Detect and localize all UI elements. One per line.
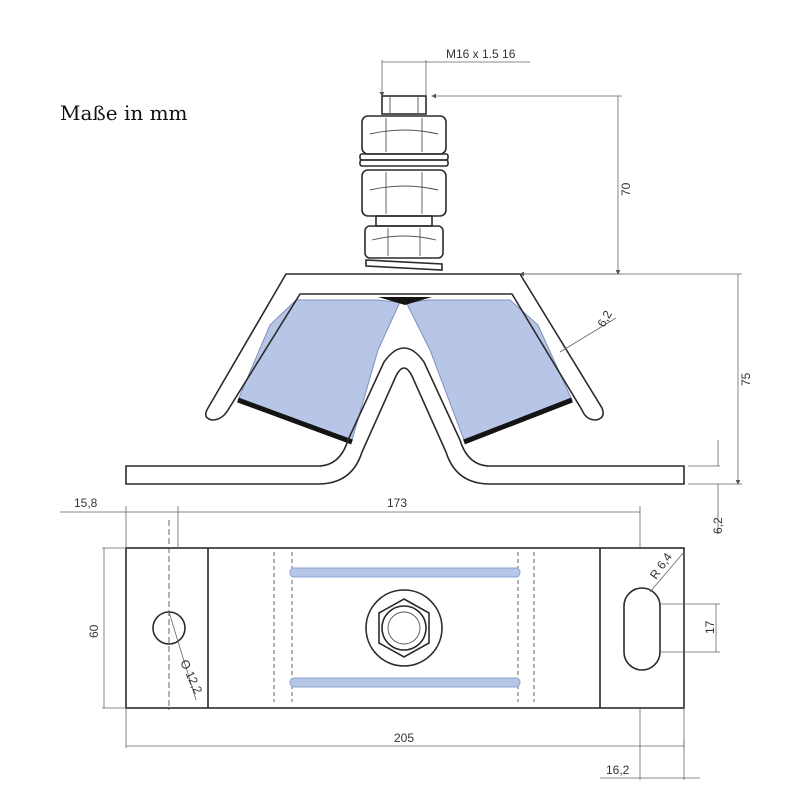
base-plate-outline [125, 547, 685, 709]
dim-thread: M16 x 1.5 16 [446, 47, 516, 61]
center-nut [365, 589, 443, 667]
rubber-element [237, 297, 573, 445]
dim-sheet-thickness-base: 6,2 [711, 517, 725, 534]
dim-sheet-thickness-side: 6,2 [594, 308, 615, 330]
rubber-block-left [237, 299, 401, 441]
rubber-block-left-edge [237, 397, 353, 445]
rubber-block-top-dark [378, 297, 432, 305]
dim-slot-radius: R 6,4 [647, 550, 675, 582]
base-plate [125, 347, 685, 485]
dim-hole-spacing: 173 [387, 496, 407, 510]
dim-slot-length: 17 [703, 620, 717, 634]
threaded-stud [359, 95, 449, 271]
guide-bar-top [289, 567, 521, 578]
dimension-lines [60, 60, 742, 780]
dim-bolt-height: 70 [619, 182, 633, 196]
units-caption: Maße in mm [60, 101, 188, 125]
dim-hole-offset: 15,8 [74, 496, 98, 510]
dim-width: 60 [87, 624, 101, 638]
dim-hole-diameter: O 12,2 [177, 657, 205, 696]
mounting-slot [623, 587, 661, 671]
front-view [125, 95, 685, 485]
dim-total-height: 75 [739, 372, 753, 386]
guide-bar-bottom [289, 677, 521, 688]
dim-slot-offset: 16,2 [606, 763, 630, 777]
dim-total-length: 205 [394, 731, 414, 745]
plan-view [125, 547, 685, 709]
